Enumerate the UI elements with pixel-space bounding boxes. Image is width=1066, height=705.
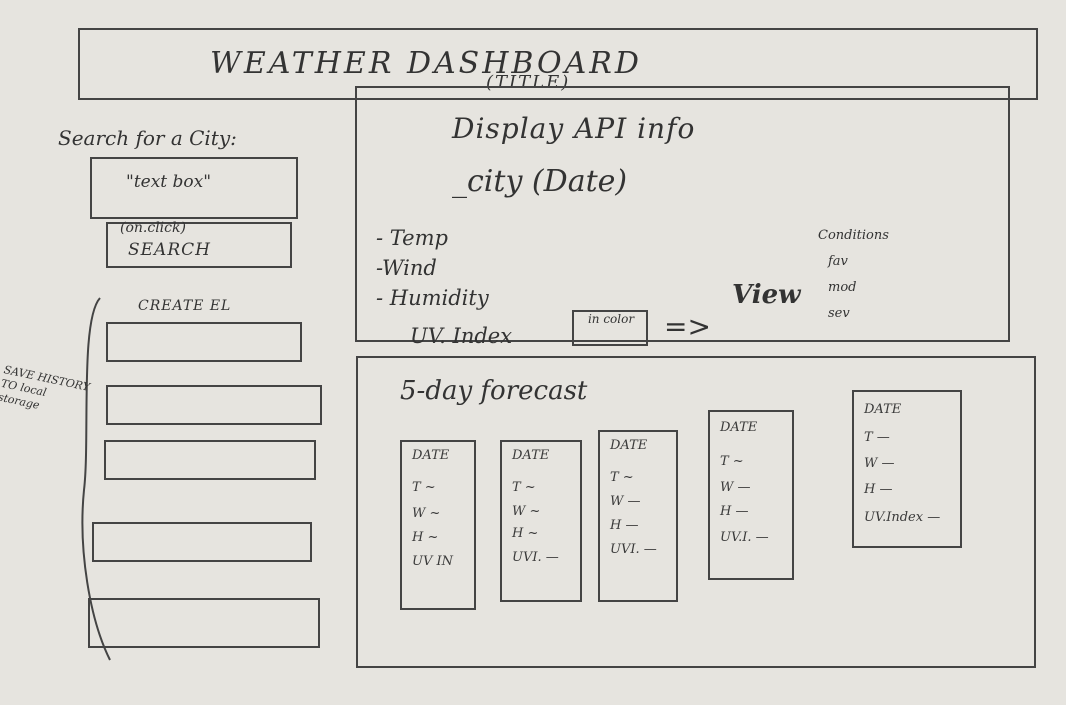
forecast-wind: W — (610, 494, 641, 509)
forecast-uv: UV.Index — (864, 510, 941, 525)
display-api-label: Display API info (452, 112, 696, 145)
onclick-note: (on.click) (120, 220, 186, 236)
history-item[interactable] (106, 385, 322, 425)
conditions-label: Conditions (818, 228, 889, 243)
forecast-panel (356, 356, 1036, 668)
forecast-card: DATE T ~ W — H — UV.I. — (708, 410, 794, 580)
city-search-input[interactable] (90, 157, 298, 219)
create-el-label: CREATE EL (138, 298, 232, 314)
search-button-label: SEARCH (128, 240, 211, 260)
forecast-uv: UV IN (412, 554, 453, 569)
forecast-date: DATE (720, 420, 758, 435)
forecast-wind: W — (720, 480, 751, 495)
uv-color-badge (572, 310, 648, 346)
arrow-icon: => (664, 310, 711, 343)
condition-moderate: mod (828, 280, 857, 295)
view-label: View (732, 280, 801, 310)
forecast-humidity: H ~ (412, 530, 439, 545)
forecast-wind: W ~ (412, 506, 441, 521)
forecast-card: DATE T ~ W ~ H ~ UV IN (400, 440, 476, 610)
title-box (78, 28, 1038, 100)
history-item[interactable] (104, 440, 316, 480)
condition-favorable: fav (828, 254, 848, 269)
forecast-card: DATE T ~ W — H — UVI. — (598, 430, 678, 602)
forecast-wind: W ~ (512, 504, 541, 519)
forecast-card: DATE T — W — H — UV.Index — (852, 390, 962, 548)
forecast-humidity: H — (610, 518, 639, 533)
humidity-label: - Humidity (376, 286, 489, 310)
history-item[interactable] (92, 522, 312, 562)
forecast-date: DATE (864, 402, 902, 417)
forecast-uv: UVI. — (610, 542, 657, 557)
forecast-uv: UVI. — (512, 550, 559, 565)
history-item[interactable] (88, 598, 320, 648)
search-input-placeholder: "text box" (126, 172, 212, 192)
page-title: WEATHER DASHBOARD (210, 46, 642, 81)
forecast-temp: T ~ (512, 480, 536, 495)
search-label: Search for a City: (58, 126, 237, 150)
forecast-temp: T ~ (610, 470, 634, 485)
forecast-temp: T ~ (720, 454, 744, 469)
wind-label: -Wind (376, 256, 437, 280)
current-weather-panel (355, 86, 1010, 342)
city-date-label: _city (Date) (452, 164, 628, 199)
forecast-humidity: H ~ (512, 526, 539, 541)
search-button[interactable] (106, 222, 292, 268)
forecast-temp: T — (864, 430, 890, 445)
uv-color-text: in color (587, 312, 635, 326)
history-bracket (81, 297, 111, 661)
forecast-date: DATE (610, 438, 648, 453)
forecast-humidity: H — (720, 504, 749, 519)
forecast-uv: UV.I. — (720, 530, 769, 545)
forecast-date: DATE (512, 448, 550, 463)
forecast-humidity: H — (864, 482, 893, 497)
condition-severe: sev (828, 306, 850, 321)
temp-label: - Temp (376, 226, 448, 250)
forecast-date: DATE (412, 448, 450, 463)
forecast-card: DATE T ~ W ~ H ~ UVI. — (500, 440, 582, 602)
forecast-wind: W — (864, 456, 895, 471)
history-item[interactable] (106, 322, 302, 362)
uv-index-label: UV. Index (410, 324, 513, 348)
forecast-temp: T ~ (412, 480, 436, 495)
forecast-label: 5-day forecast (400, 376, 588, 406)
